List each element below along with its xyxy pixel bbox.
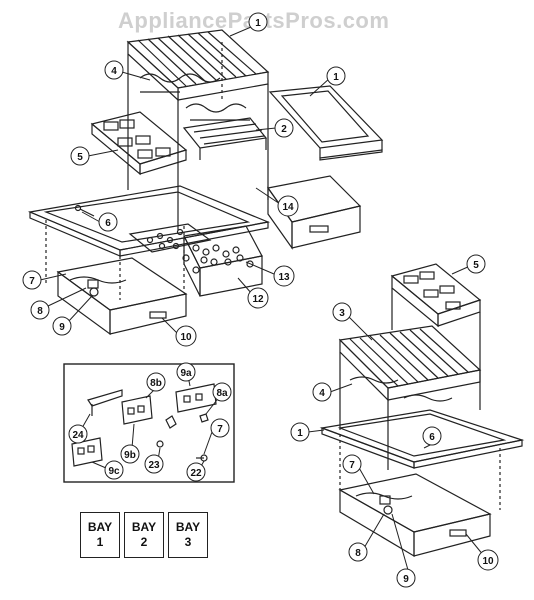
svg-text:22: 22 (190, 468, 202, 479)
svg-text:6: 6 (429, 432, 435, 443)
callout-top-13: 13 (273, 265, 295, 287)
svg-text:8b: 8b (150, 378, 162, 389)
callout-right-7: 7 (342, 454, 362, 474)
svg-text:7: 7 (349, 460, 355, 471)
callout-top-9: 9 (52, 316, 72, 336)
callout-detail-9a: 9a (176, 362, 196, 382)
callout-top-7: 7 (22, 270, 42, 290)
callout-right-8: 8 (348, 542, 368, 562)
callout-right-9: 9 (396, 568, 416, 588)
callout-top-1b: 1 (326, 66, 346, 86)
svg-text:1: 1 (255, 18, 261, 29)
callout-detail-9c: 9c (104, 460, 124, 480)
callout-detail-24: 24 (68, 424, 88, 444)
burner-pan-13 (128, 223, 263, 297)
svg-text:23: 23 (148, 460, 160, 471)
callout-detail-22: 22 (186, 462, 206, 482)
svg-text:5: 5 (77, 152, 83, 163)
svg-text:9: 9 (59, 322, 65, 333)
svg-text:5: 5 (473, 260, 479, 271)
svg-text:4: 4 (319, 388, 325, 399)
svg-text:7: 7 (217, 424, 223, 435)
svg-text:4: 4 (111, 66, 117, 77)
callout-right-3: 3 (332, 302, 352, 322)
callout-top-4: 4 (104, 60, 124, 80)
svg-text:9c: 9c (108, 466, 120, 477)
callout-top-8: 8 (30, 300, 50, 320)
grate-5-right (390, 263, 482, 410)
svg-text:1: 1 (297, 428, 303, 439)
svg-text:12: 12 (252, 294, 264, 305)
svg-text:2: 2 (281, 124, 287, 135)
callout-top-5: 5 (70, 146, 90, 166)
svg-text:9: 9 (403, 574, 409, 585)
middle-frame (27, 185, 271, 257)
callout-right-4: 4 (312, 382, 332, 402)
right-frame (319, 409, 525, 469)
svg-text:3: 3 (339, 308, 345, 319)
grate-3-right (338, 325, 482, 402)
svg-text:24: 24 (72, 430, 84, 441)
callout-top-10: 10 (175, 325, 197, 347)
callout-top-2: 2 (274, 118, 294, 138)
lower-box (45, 220, 185, 300)
griddle-2 (182, 117, 268, 160)
grate-5-left (90, 111, 188, 176)
svg-text:13: 13 (278, 272, 290, 283)
bottom-pan-10 (56, 257, 188, 336)
callout-top-1: 1 (248, 12, 268, 32)
svg-text:8a: 8a (216, 388, 228, 399)
callout-detail-8b: 8b (146, 372, 166, 392)
svg-text:14: 14 (282, 202, 294, 213)
callout-detail-9b: 9b (120, 444, 140, 464)
callout-detail-7: 7 (210, 418, 230, 438)
svg-text:8: 8 (37, 306, 43, 317)
callout-top-6: 6 (98, 212, 118, 232)
callout-top-12: 12 (247, 287, 269, 309)
top-frame-right (268, 85, 384, 161)
callout-right-6: 6 (422, 426, 442, 446)
svg-text:7: 7 (29, 276, 35, 287)
callout-right-5: 5 (466, 254, 486, 274)
svg-text:8: 8 (355, 548, 361, 559)
detail-inset-box (63, 363, 235, 483)
callout-top-14: 14 (277, 195, 299, 217)
svg-text:10: 10 (180, 332, 192, 343)
svg-text:1: 1 (333, 72, 339, 83)
svg-text:6: 6 (105, 218, 111, 229)
callout-detail-8a: 8a (212, 382, 232, 402)
callout-detail-23: 23 (144, 454, 164, 474)
svg-text:10: 10 (482, 556, 494, 567)
right-bottom-pan (338, 434, 501, 558)
callout-right-1: 1 (290, 422, 310, 442)
svg-text:9b: 9b (124, 450, 136, 461)
top-grate (126, 29, 270, 102)
svg-text:9a: 9a (180, 368, 192, 379)
callout-right-10: 10 (477, 549, 499, 571)
